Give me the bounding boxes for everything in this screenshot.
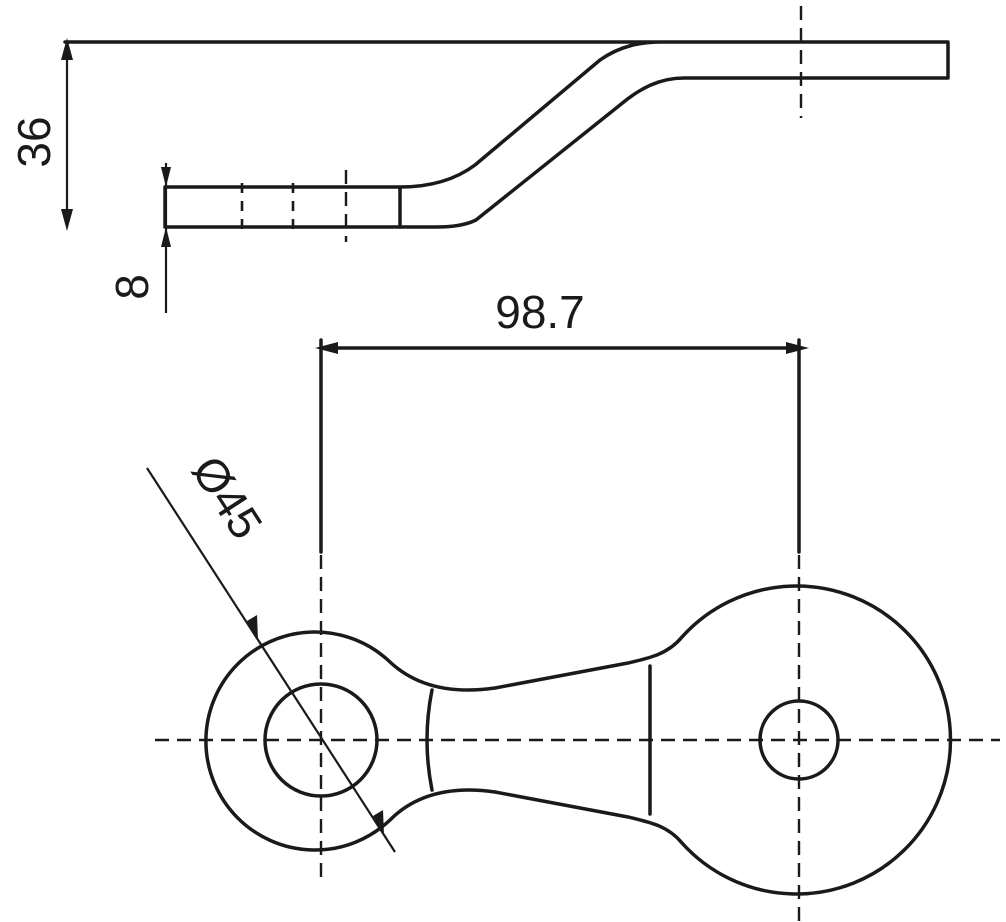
- dim-98-7-arrow-right: [786, 342, 809, 354]
- plan-view: 98.7 Ø45: [146, 286, 1000, 922]
- dim-8-label: 8: [106, 274, 158, 300]
- dim-98-7-arrow-left: [315, 342, 338, 354]
- dim-98-7-label: 98.7: [495, 286, 585, 338]
- dim-36-arrow-top: [61, 38, 73, 60]
- dim-diameter-arrow-top: [247, 615, 258, 640]
- side-view: 36 8: [8, 6, 950, 313]
- side-view-outline: [63, 40, 950, 229]
- dim-36-arrow-bottom: [61, 209, 73, 231]
- dim-36-label: 36: [8, 116, 60, 167]
- dim-8-arrow-bottom: [161, 227, 171, 247]
- dim-diameter-label: Ø45: [182, 447, 273, 548]
- dim-8-arrow-top: [161, 167, 171, 187]
- dim-diameter-leader: [146, 467, 396, 853]
- dim-diameter-arrow-bottom: [373, 810, 384, 835]
